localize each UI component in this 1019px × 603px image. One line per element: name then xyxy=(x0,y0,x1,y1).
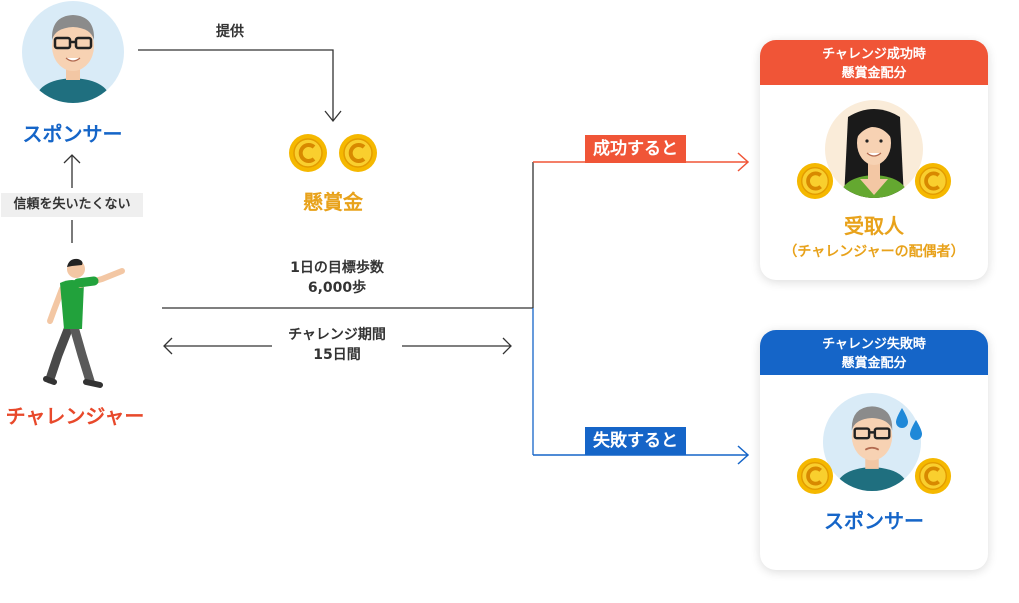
period-text: チャレンジ期間 15日間 xyxy=(262,325,412,365)
failure-card-head2: 懸賞金配分 xyxy=(841,356,907,371)
sponsor-label: スポンサー xyxy=(22,122,123,146)
challenger-label: チャレンジャー xyxy=(5,404,145,428)
recipient-sub-label: （チャレンジャーの配偶者） xyxy=(783,244,965,260)
coin-icon xyxy=(339,134,377,172)
sponsor-avatar-icon xyxy=(22,1,124,103)
walking-person-icon xyxy=(43,258,125,388)
prize-label: 懸賞金 xyxy=(303,190,363,214)
trust-label: 信頼を失いたくない xyxy=(1,193,143,217)
sponsor-avatar-icon xyxy=(822,392,922,492)
sweat-drop-icon xyxy=(896,408,922,440)
period-line2: 15日間 xyxy=(313,347,361,363)
success-tag: 成功すると xyxy=(585,135,686,163)
success-card-head2: 懸賞金配分 xyxy=(841,66,907,81)
coin-icon xyxy=(289,134,327,172)
failure-tag: 失敗すると xyxy=(585,427,686,455)
failure-card-head1: チャレンジ失敗時 xyxy=(822,337,926,352)
success-card-header: チャレンジ成功時 懸賞金配分 xyxy=(760,40,988,85)
period-line1: チャレンジ期間 xyxy=(288,327,386,343)
goal-line1: 1日の目標歩数 xyxy=(290,260,384,276)
failure-sponsor-label: スポンサー xyxy=(824,509,924,533)
recipient-avatar-icon xyxy=(825,100,923,198)
coin-icon xyxy=(914,457,952,495)
goal-text: 1日の目標歩数 6,000歩 xyxy=(262,258,412,298)
provide-label: 提供 xyxy=(216,24,244,40)
success-card-head1: チャレンジ成功時 xyxy=(822,47,926,62)
recipient-label: 受取人 xyxy=(844,214,904,238)
failure-card-header: チャレンジ失敗時 懸賞金配分 xyxy=(760,330,988,375)
coin-icon xyxy=(914,162,952,200)
success-card: チャレンジ成功時 懸賞金配分 受取人 （チャレンジャーの配偶者） xyxy=(760,40,988,280)
goal-line2: 6,000歩 xyxy=(307,280,367,296)
failure-card: チャレンジ失敗時 懸賞金配分 スポンサー xyxy=(760,330,988,570)
coin-icon xyxy=(796,162,834,200)
coin-icon xyxy=(796,457,834,495)
